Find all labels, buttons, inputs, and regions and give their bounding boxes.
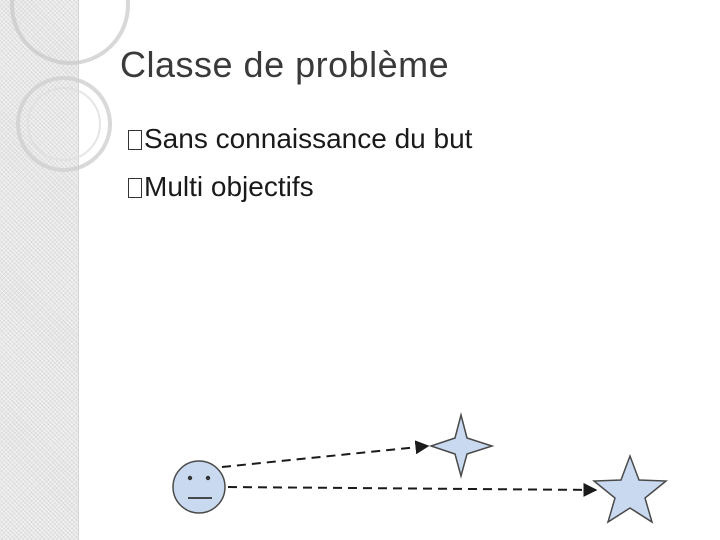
arrow-to-four-point-star — [221, 440, 430, 468]
decorative-circles — [10, 0, 130, 172]
bullet-item: Sans connaissance du but — [128, 118, 472, 160]
decorative-side-strip — [0, 0, 79, 540]
arrow-to-five-point-star — [227, 482, 598, 497]
bullet-item: Multi objectifs — [128, 166, 472, 208]
five-point-star-icon — [591, 453, 669, 524]
slide-title: Classe de problème — [120, 44, 450, 85]
four-point-star-icon — [428, 412, 495, 479]
bullet-text: Sans connaissance du but — [144, 123, 473, 154]
bullet-list: Sans connaissance du but Multi objectifs — [128, 118, 472, 214]
smiley-face-icon — [172, 460, 226, 514]
bullet-text: Multi objectifs — [144, 171, 314, 202]
square-bullet-icon — [128, 178, 142, 198]
square-bullet-icon — [128, 130, 142, 150]
